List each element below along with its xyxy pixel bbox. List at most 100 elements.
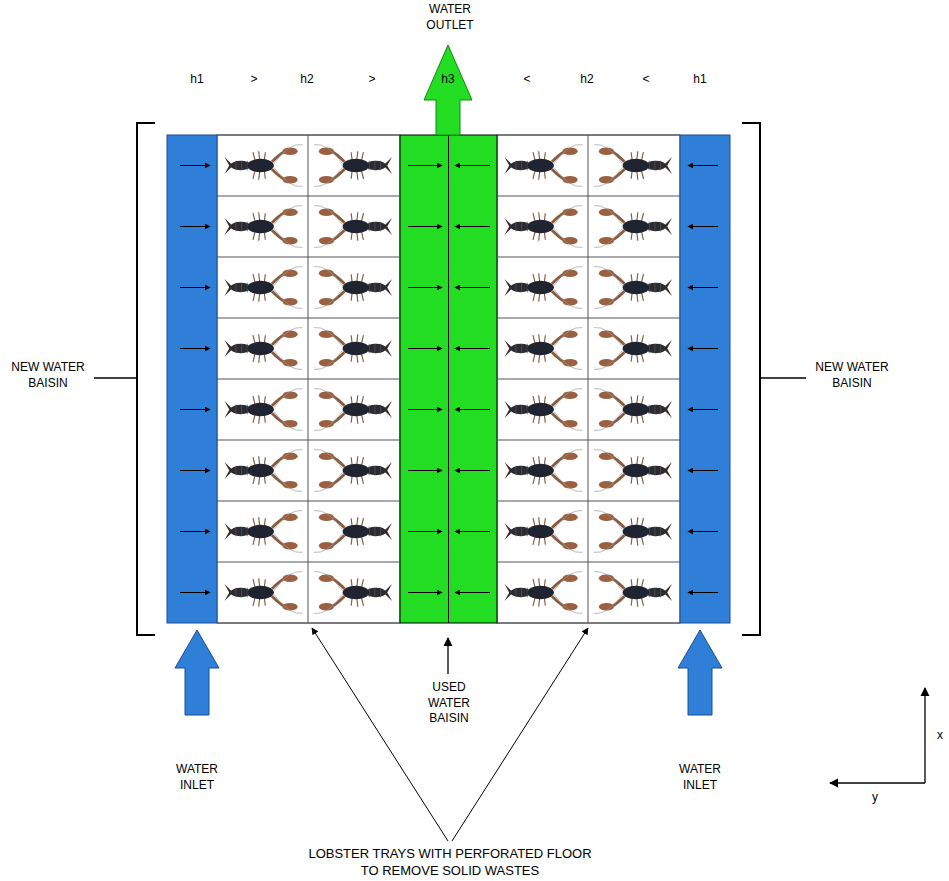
new-water-basin: [167, 135, 217, 623]
flow-arrow: [455, 226, 490, 227]
new-water-basin: [680, 135, 730, 623]
basin-divider: [448, 135, 449, 623]
flow-arrow: [180, 470, 210, 471]
lobster-figure: [314, 449, 392, 491]
axis-arrow: [830, 782, 925, 783]
lobster-figure: [225, 571, 303, 613]
flow-arrow: [688, 470, 718, 471]
lobster-figure: [594, 266, 672, 308]
flow-arrow: [408, 287, 442, 288]
tray-block: [497, 135, 680, 623]
basin-label: USED WATER BAISIN: [420, 680, 478, 727]
tray-wall: [308, 135, 309, 623]
lobster-figure: [505, 510, 583, 552]
axis-arrow: [924, 688, 925, 783]
level-label: h1: [184, 72, 210, 88]
lobster-figure: [505, 571, 583, 613]
level-label: h2: [294, 72, 320, 88]
lobster-figure: [225, 388, 303, 430]
flow-arrow: [688, 592, 718, 593]
flow-arrow: [408, 592, 442, 593]
flow-arrow: [688, 409, 718, 410]
flow-arrow: [455, 165, 490, 166]
inlet-arrow: [175, 630, 219, 715]
flow-arrow: [408, 409, 442, 410]
lobster-figure: [314, 388, 392, 430]
basin-label: NEW WATER BAISIN: [3, 360, 93, 391]
lobster-figure: [505, 144, 583, 186]
comparison-sign: <: [636, 72, 656, 88]
flow-arrow: [408, 531, 442, 532]
flow-arrow: [180, 226, 210, 227]
comparison-sign: >: [362, 72, 382, 88]
level-label: h3: [437, 72, 459, 88]
flow-arrow: [180, 531, 210, 532]
level-label: h2: [574, 72, 600, 88]
flow-arrow: [688, 165, 718, 166]
lobster-figure: [225, 449, 303, 491]
lobster-figure: [314, 327, 392, 369]
lobster-figure: [314, 266, 392, 308]
flow-arrow: [455, 470, 490, 471]
flow-arrow: [688, 348, 718, 349]
inlet-arrow: [678, 630, 722, 715]
comparison-sign: <: [517, 72, 537, 88]
inlet-label: WATER INLET: [669, 762, 731, 793]
flow-arrow: [455, 592, 490, 593]
lobster-figure: [225, 327, 303, 369]
lobster-figure: [594, 205, 672, 247]
pointer-arrow: [452, 628, 588, 841]
flow-arrow: [455, 531, 490, 532]
flow-arrow: [408, 470, 442, 471]
lobster-figure: [314, 144, 392, 186]
outlet-label: WATER OUTLET: [415, 2, 485, 33]
lobster-figure: [505, 205, 583, 247]
flow-arrow: [408, 165, 442, 166]
flow-arrow: [688, 287, 718, 288]
lobster-figure: [505, 327, 583, 369]
lobster-figure: [314, 571, 392, 613]
lobster-figure: [225, 510, 303, 552]
lobster-figure: [505, 449, 583, 491]
axis-label: x: [933, 728, 947, 744]
flow-arrow: [180, 592, 210, 593]
pointer-arrow: [312, 628, 448, 841]
lobster-figure: [594, 327, 672, 369]
inlet-label: WATER INLET: [166, 762, 228, 793]
lobster-figure: [594, 388, 672, 430]
basin-label: NEW WATER BAISIN: [807, 360, 897, 391]
bracket-leader: [760, 377, 806, 379]
flow-arrow: [455, 287, 490, 288]
tray-label: LOBSTER TRAYS WITH PERFORATED FLOOR TO R…: [301, 846, 599, 880]
lobster-figure: [594, 510, 672, 552]
flow-arrow: [180, 287, 210, 288]
used-water-basin: [400, 135, 497, 623]
outlet-arrow: [424, 45, 472, 135]
lobster-figure: [225, 205, 303, 247]
tray-grid: [217, 135, 680, 623]
flow-arrow: [180, 165, 210, 166]
flow-arrow: [180, 348, 210, 349]
comparison-sign: >: [244, 72, 264, 88]
lobster-figure: [225, 144, 303, 186]
lobster-figure: [594, 571, 672, 613]
axis-label: y: [868, 790, 882, 806]
bracket: [742, 123, 760, 635]
lobster-figure: [594, 449, 672, 491]
lobsters: [225, 144, 673, 613]
flow-arrow: [180, 409, 210, 410]
lobster-figure: [505, 266, 583, 308]
flow-arrows: [180, 166, 718, 593]
tray-block: [217, 135, 400, 623]
flow-arrow: [408, 348, 442, 349]
lobster-figure: [505, 388, 583, 430]
lobster-figure: [314, 510, 392, 552]
lobster-figure: [314, 205, 392, 247]
flow-arrow: [688, 226, 718, 227]
bracket: [137, 123, 155, 635]
flow-arrow: [455, 409, 490, 410]
flow-arrow: [455, 348, 490, 349]
